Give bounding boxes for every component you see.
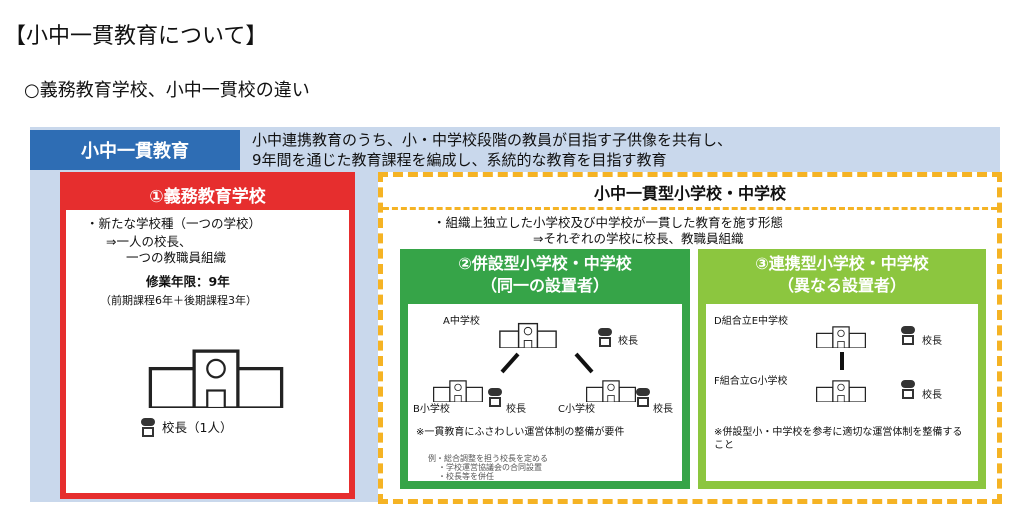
principal-label: 校長 [506, 404, 526, 415]
heisetsu-title-text: ②併設型小学校・中学校 [458, 254, 632, 273]
school-c-label: C小学校 [558, 404, 595, 415]
comparison-diagram: 小中一貫教育 小中連携教育のうち、小・中学校段階の教員が目指す子供像を共有し、 … [30, 127, 1002, 504]
school-building-icon [433, 380, 483, 402]
heisetsu-content: A中学校 校長 B小学校 校長 C小学校 校長 ※一貫教育にふさわしい運営体制の… [408, 304, 682, 481]
renkei-panel: ③連携型小学校・中学校 （異なる設置者） D組合立E中学校 校長 F組合立G小学校… [698, 249, 986, 489]
divider [383, 207, 997, 210]
connector-lines [500, 352, 594, 374]
principal-icon [598, 328, 613, 347]
ikkan-school-panel: 小中一貫型小学校・中学校 ・組織上独立した小学校及び中学校が一貫した教育を施す形… [378, 172, 1002, 504]
page-title: 【小中一貫教育について】 [4, 24, 268, 49]
gimu-years: 修業年限：9年 [146, 274, 230, 289]
ikkan-title: 小中一貫型小学校・中学校 [593, 184, 786, 203]
definition-text: 小中連携教育のうち、小・中学校段階の教員が目指す子供像を共有し、 9年間を通じた… [252, 130, 732, 170]
heisetsu-title: ②併設型小学校・中学校 （同一の設置者） [400, 253, 690, 297]
school-a-label: A中学校 [443, 316, 480, 327]
principal-icon [901, 326, 916, 345]
heisetsu-panel: ②併設型小学校・中学校 （同一の設置者） A中学校 校長 B小学校 校長 C小学校… [400, 249, 690, 489]
gimu-years-detail: （前期課程6年＋後期課程3年） [100, 294, 257, 307]
header-label: 小中一貫教育 [30, 130, 240, 170]
renkei-content: D組合立E中学校 校長 F組合立G小学校 校長 ※併設型小・中学校を参考に適切な… [706, 304, 978, 481]
renkei-title-text: ③連携型小学校・中学校 [755, 254, 929, 273]
heisetsu-subtitle: （同一の設置者） [480, 276, 609, 295]
gimu-line: 一つの教職員組織 [126, 250, 227, 265]
school-b-label: B小学校 [413, 404, 450, 415]
ikkan-line: ⇒それぞれの学校に校長、教職員組織 [533, 231, 744, 246]
gimu-line: ・新たな学校種（一つの学校） [86, 216, 262, 231]
gimu-title: ①義務教育学校 [66, 178, 349, 210]
principal-label: 校長 [922, 390, 942, 401]
renkei-note: ※併設型小・中学校を参考に適切な運営体制を整備すること [714, 427, 963, 451]
example-item: ・学校運営協議会の合同設置 [438, 463, 542, 472]
connector-line [840, 352, 844, 370]
school-f-label: F組合立G小学校 [714, 376, 788, 387]
school-building-icon [816, 326, 866, 348]
renkei-title: ③連携型小学校・中学校 （異なる設置者） [698, 253, 986, 297]
school-d-label: D組合立E中学校 [714, 316, 789, 327]
ikkan-line: ・組織上独立した小学校及び中学校が一貫した教育を施す形態 [433, 215, 784, 230]
school-building-icon [148, 349, 284, 408]
principal-icon [636, 388, 651, 407]
school-building-icon [499, 322, 557, 348]
example-item: ・校長等を併任 [438, 472, 494, 481]
heisetsu-examples: 例・総合調整を担う校長を定める ・学校運営協議会の合同設置 ・校長等を併任 [428, 454, 548, 481]
principal-icon [901, 380, 916, 399]
principal-label: 校長 [653, 404, 673, 415]
principal-icon [141, 418, 156, 437]
renkei-subtitle: （異なる設置者） [777, 276, 906, 295]
example-item: 例・総合調整を担う校長を定める [428, 454, 548, 463]
principal-icon [488, 388, 503, 407]
gimu-principal: 校長（1人） [162, 420, 233, 435]
definition-line: 9年間を通じた教育課程を編成し、系統的な教育を目指す教育 [252, 151, 667, 169]
gimu-school-panel: ①義務教育学校 ・新たな学校種（一つの学校） ⇒一人の校長、 一つの教職員組織 … [60, 172, 355, 499]
gimu-line: ⇒一人の校長、 [106, 234, 192, 249]
principal-label: 校長 [922, 336, 942, 347]
section-subtitle: ○義務教育学校、小中一貫校の違い [24, 80, 310, 101]
definition-line: 小中連携教育のうち、小・中学校段階の教員が目指す子供像を共有し、 [252, 131, 733, 149]
heisetsu-note: ※一貫教育にふさわしい運営体制の整備が要件 [416, 427, 625, 438]
school-building-icon [816, 380, 866, 402]
principal-label: 校長 [618, 336, 638, 347]
